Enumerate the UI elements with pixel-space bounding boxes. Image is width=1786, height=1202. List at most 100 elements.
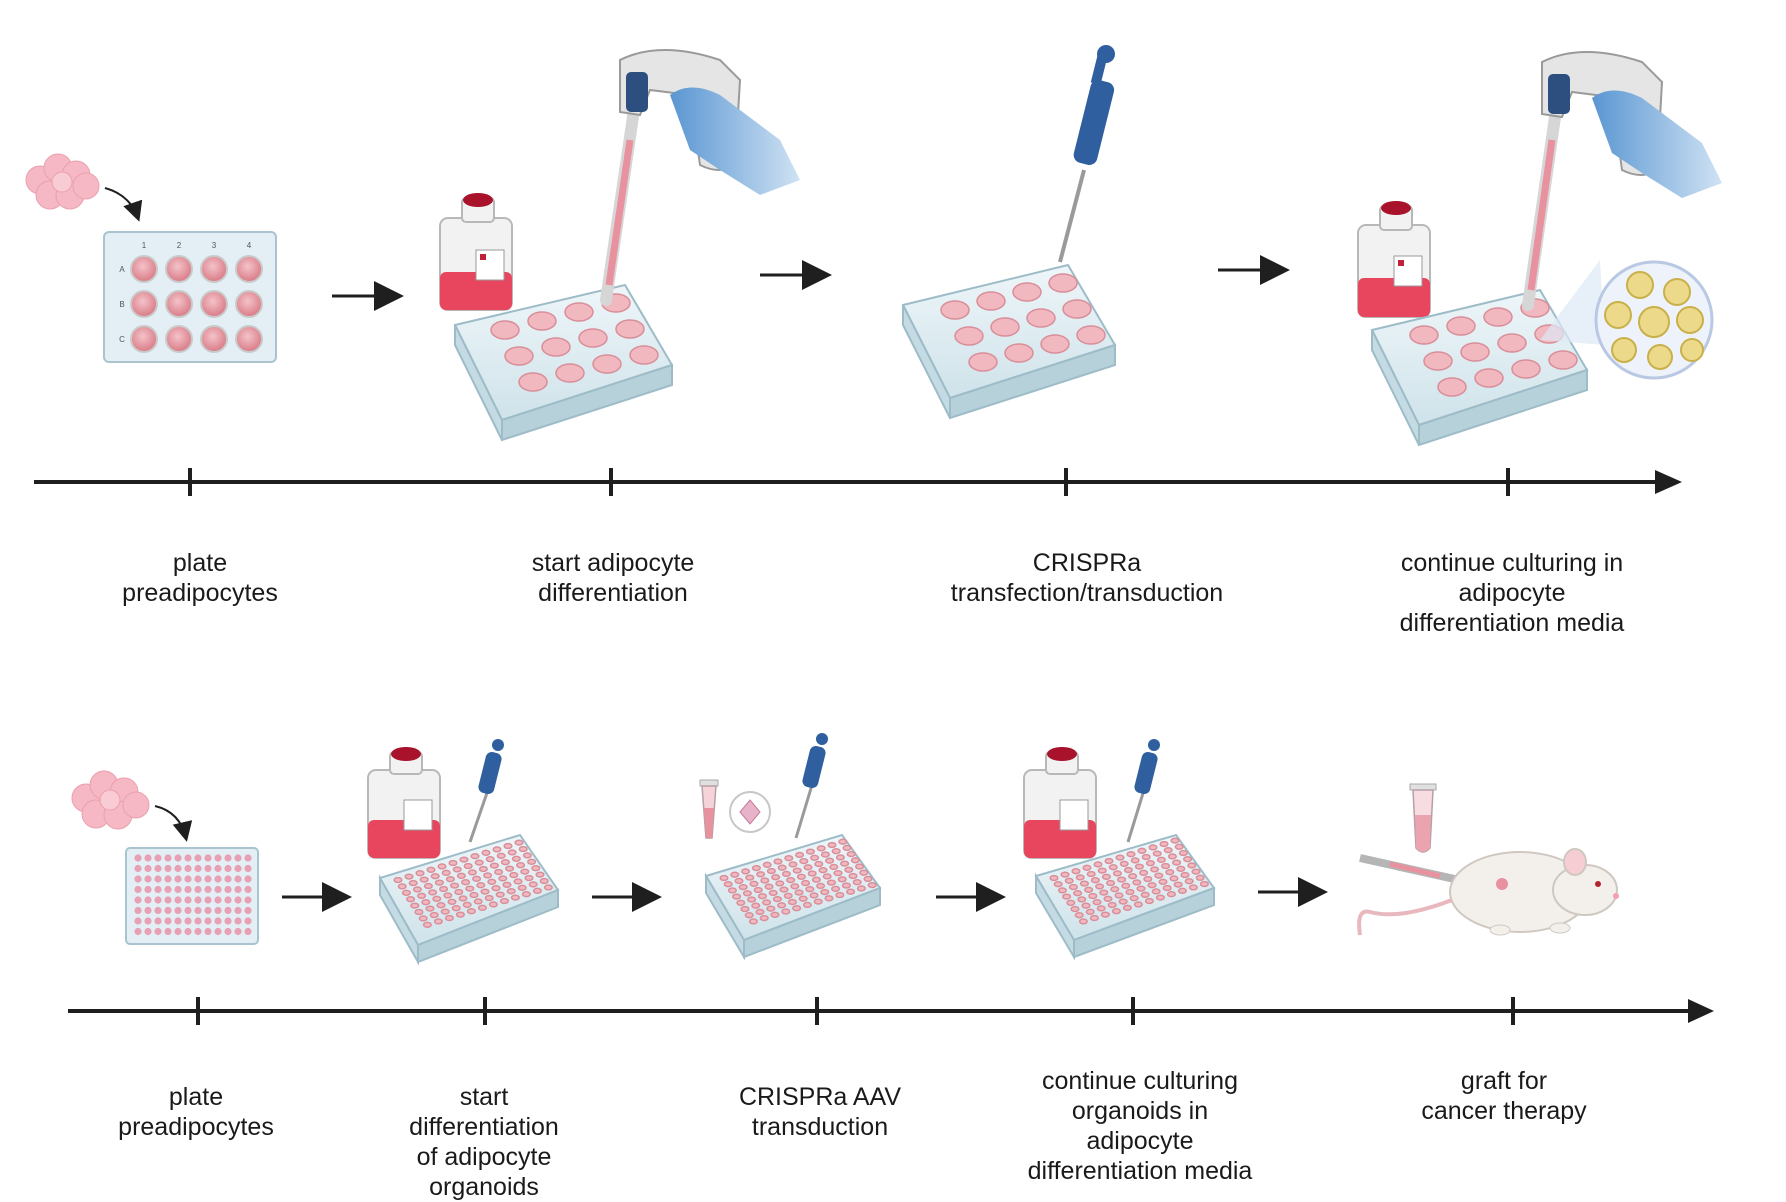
plate-well xyxy=(532,887,542,894)
plate-well xyxy=(144,927,152,936)
media-bottle-icon xyxy=(439,193,513,311)
plate-well xyxy=(204,854,212,862)
plate-well xyxy=(134,927,142,936)
plate-well xyxy=(234,885,242,894)
plate-well xyxy=(822,873,832,880)
plate-well xyxy=(757,893,767,900)
plate-well xyxy=(527,858,537,865)
plate-well xyxy=(1162,884,1172,892)
plate-well xyxy=(1460,342,1490,362)
plate-well xyxy=(1163,847,1173,854)
plate-well xyxy=(410,902,420,909)
plate-well xyxy=(401,889,411,896)
plate-well xyxy=(1184,878,1194,885)
plate-well xyxy=(134,885,142,894)
plate-well xyxy=(244,885,252,894)
plate-well xyxy=(809,892,819,899)
plate-well xyxy=(859,869,869,876)
plate-well xyxy=(499,897,509,905)
well-plate-angled xyxy=(453,283,674,442)
plate-well xyxy=(1097,867,1107,874)
plate-well xyxy=(234,917,242,925)
plate-well xyxy=(164,854,172,862)
plate-well xyxy=(204,906,212,915)
plate-well xyxy=(184,896,192,904)
plate-well xyxy=(1133,901,1143,908)
plate-well xyxy=(784,855,794,862)
plate-well xyxy=(224,917,232,925)
plate-well xyxy=(204,885,212,894)
plate-well xyxy=(790,883,800,890)
plate-well xyxy=(1150,866,1160,873)
plate-well xyxy=(154,917,162,925)
plate-well xyxy=(506,888,516,895)
plate-well xyxy=(535,871,545,878)
plate-well xyxy=(234,854,242,862)
plate-well xyxy=(777,864,787,871)
plate-well xyxy=(130,325,158,353)
plate-well xyxy=(1511,359,1541,379)
plate-well xyxy=(1474,368,1504,388)
plate-well xyxy=(130,255,158,283)
plate-well xyxy=(1111,908,1121,915)
plate-well xyxy=(727,887,737,894)
plate-well xyxy=(491,885,501,892)
plate-well xyxy=(406,896,416,903)
plate-well xyxy=(968,352,998,372)
plate-well xyxy=(425,905,435,912)
plate-well xyxy=(408,879,418,887)
step-label-crispra-transfection: CRISPRa transfection/transduction xyxy=(950,549,1224,607)
plate-well xyxy=(154,875,162,883)
plate-well xyxy=(458,895,468,902)
plate-well xyxy=(455,911,465,918)
plate-well xyxy=(1068,883,1078,891)
plate-well xyxy=(174,864,182,873)
plate-well xyxy=(1081,902,1091,909)
plate-well xyxy=(846,850,856,858)
plate-well xyxy=(184,885,192,894)
plate-well xyxy=(1108,864,1118,871)
plate-well xyxy=(1076,325,1106,345)
plate-well xyxy=(1085,908,1095,915)
plate-well xyxy=(473,898,483,905)
plate-well xyxy=(1004,343,1034,363)
plate-well xyxy=(867,881,877,889)
plate-well xyxy=(432,895,442,902)
plate-well xyxy=(1172,859,1182,866)
plate-well xyxy=(816,845,826,852)
plate-well xyxy=(805,886,815,893)
plate-well xyxy=(527,311,557,331)
plate-well xyxy=(511,855,521,862)
plate-well xyxy=(539,877,549,885)
plate-well xyxy=(751,902,761,909)
plate-well xyxy=(788,861,798,868)
plate-well xyxy=(807,870,817,877)
step-label-start-differentiation: start adipocyte differentiation xyxy=(531,549,695,607)
micropipette-icon xyxy=(1058,45,1115,263)
plate-well xyxy=(194,906,202,915)
plate-column-label: 1 xyxy=(142,241,147,250)
plate-well xyxy=(835,891,845,899)
plate-well xyxy=(200,255,228,283)
plate-well xyxy=(164,906,172,915)
plate-well xyxy=(1187,862,1197,869)
plate-well xyxy=(1040,334,1070,354)
plate-well xyxy=(154,927,162,936)
plate-well xyxy=(1073,890,1083,897)
plate-well xyxy=(1167,853,1177,860)
plate-well xyxy=(234,864,242,873)
plate-well xyxy=(1066,899,1076,906)
plate-well xyxy=(144,896,152,904)
plate-well xyxy=(509,871,519,879)
plate-well xyxy=(134,875,142,883)
plate-well xyxy=(744,912,754,919)
plate-well xyxy=(480,888,490,895)
plate-well xyxy=(504,346,534,366)
plate-well xyxy=(740,905,750,913)
plate-well xyxy=(1092,899,1102,906)
plate-well xyxy=(204,864,212,873)
plate-well xyxy=(1199,880,1209,888)
plate-well xyxy=(489,862,499,869)
plate-well xyxy=(1125,888,1135,896)
plate-well xyxy=(1166,891,1176,898)
